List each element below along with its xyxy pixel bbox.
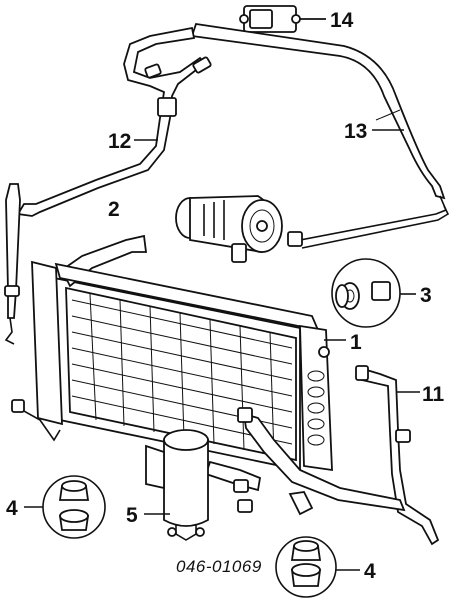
reference-code: 046-01069 bbox=[176, 557, 262, 576]
callout-5: 5 bbox=[126, 504, 138, 527]
drier-hose-part bbox=[204, 407, 406, 516]
isolator-part-right bbox=[275, 536, 337, 598]
leader-lines bbox=[24, 18, 420, 571]
bushing-set-part bbox=[331, 258, 401, 328]
discharge-hose-part bbox=[16, 26, 212, 217]
callout-4-left: 4 bbox=[6, 497, 18, 520]
callout-12: 12 bbox=[108, 130, 131, 153]
callout-14: 14 bbox=[330, 9, 354, 32]
callout-3: 3 bbox=[420, 284, 432, 307]
callout-2: 2 bbox=[108, 198, 120, 221]
callout-4-right: 4 bbox=[364, 560, 376, 583]
callout-1: 1 bbox=[350, 331, 362, 354]
compressor-part bbox=[175, 195, 283, 263]
suction-hose-part bbox=[190, 22, 450, 249]
liquid-hose-part bbox=[355, 365, 440, 546]
liquid-line-part bbox=[4, 183, 21, 345]
isolator-part-left bbox=[42, 475, 106, 539]
receiver-drier-part bbox=[145, 429, 209, 541]
callout-11: 11 bbox=[422, 383, 445, 406]
callout-13: 13 bbox=[344, 120, 367, 143]
